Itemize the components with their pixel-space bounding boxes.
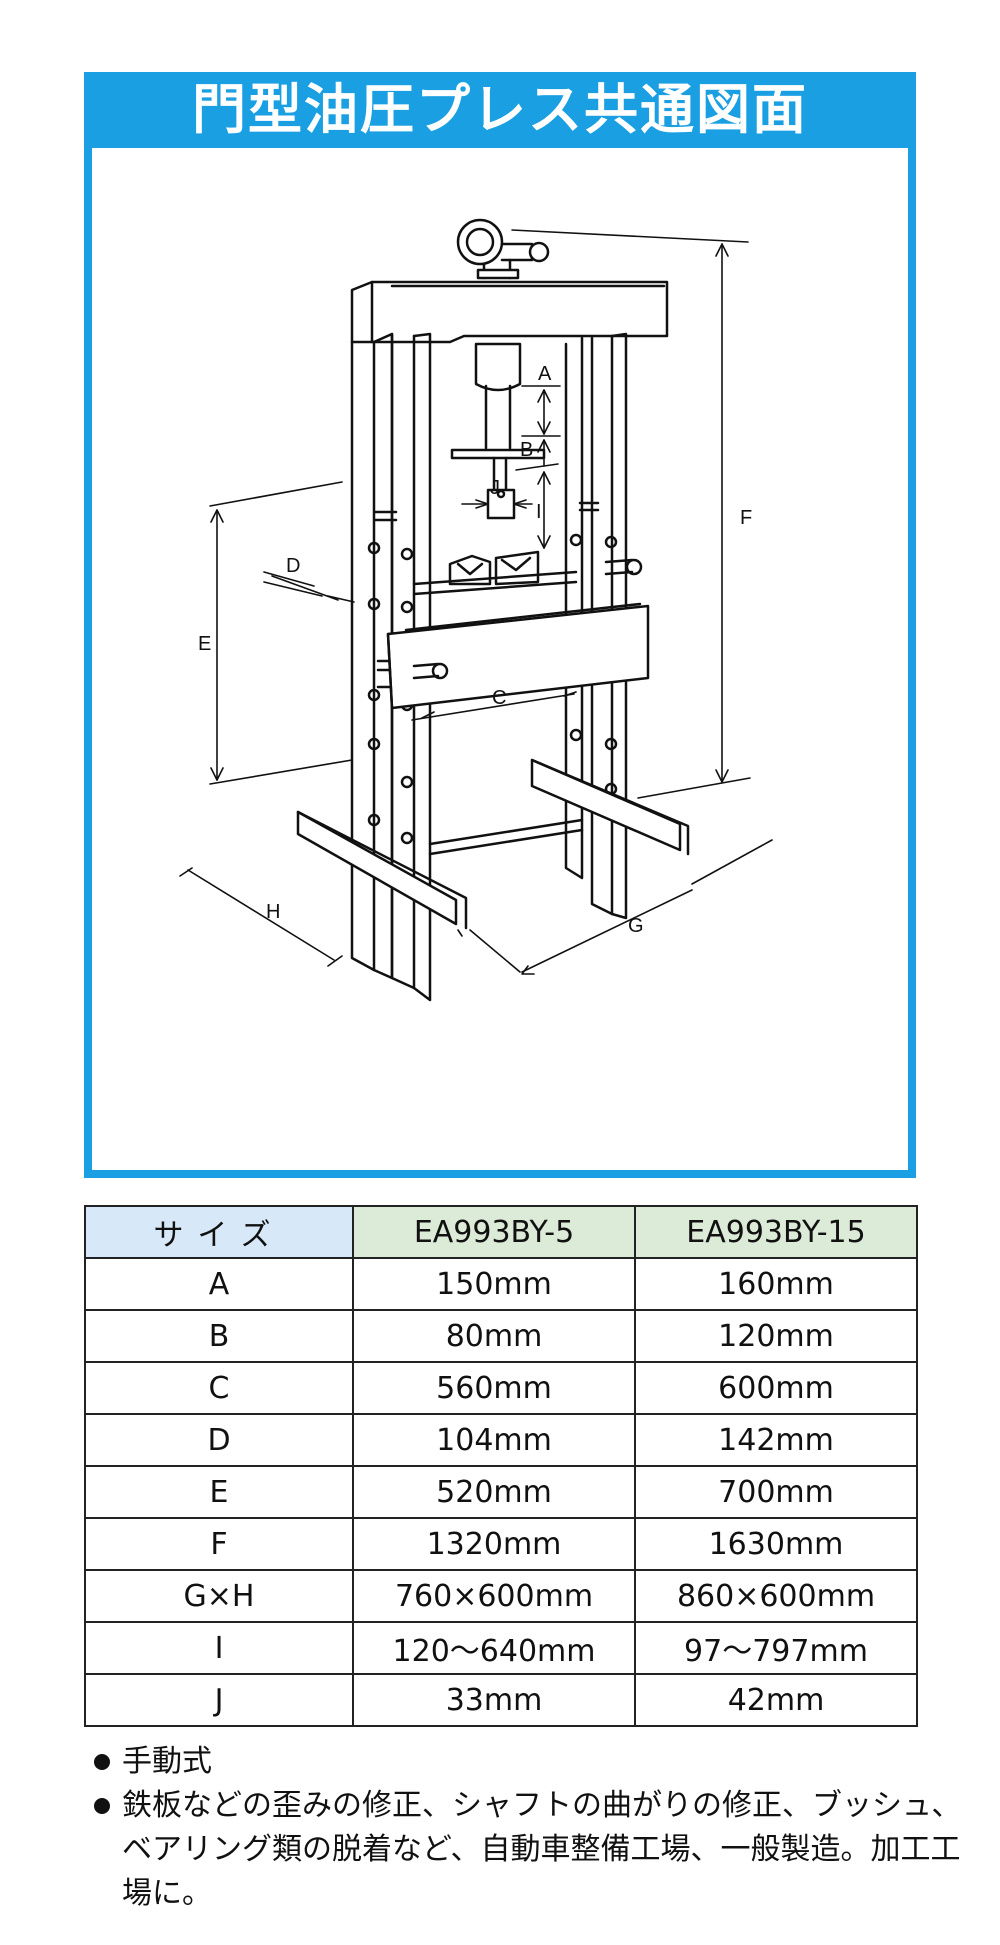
value-cell-5: 80mm [352,1309,636,1363]
header-ea993by-15: EA993BY-15 [634,1205,918,1259]
table-row: F 1320mm 1630mm [84,1517,918,1571]
value-cell-5: 560mm [352,1361,636,1415]
value-cell-5: 520mm [352,1465,636,1519]
table-row: B 80mm 120mm [84,1309,918,1363]
press-bed [386,558,650,710]
note-item: 手動式 [92,1740,972,1784]
note-text: 手動式 [122,1744,212,1779]
size-cell: E [84,1465,354,1519]
dimension-label-e: E [198,633,211,655]
dimension-label-b: B [520,439,533,461]
value-cell-15: 160mm [634,1257,918,1311]
dimension-label-f: F [740,507,752,529]
table-row: J 33mm 42mm [84,1673,918,1727]
hydraulic-ram [450,342,546,520]
value-cell-15: 120mm [634,1309,918,1363]
value-cell-15: 42mm [634,1673,918,1727]
table-row: C 560mm 600mm [84,1361,918,1415]
dimension-label-h: H [266,901,280,923]
feature-notes: 手動式 鉄板などの歪みの修正、シャフトの曲がりの修正、ブッシュ、ベアリング類の脱… [92,1740,972,1916]
value-cell-15: 142mm [634,1413,918,1467]
value-cell-5: 1320mm [352,1517,636,1571]
lower-crossbar [428,818,584,856]
value-cell-5: 760×600mm [352,1569,636,1623]
value-cell-15: 700mm [634,1465,918,1519]
top-beam [350,280,669,344]
header-ea993by-5: EA993BY-5 [352,1205,636,1259]
dimension-label-j: J [490,477,500,499]
dimension-lines [179,229,773,975]
size-cell: G×H [84,1569,354,1623]
table-header-row: サイズ EA993BY-5 EA993BY-15 [84,1205,918,1259]
value-cell-15: 1630mm [634,1517,918,1571]
value-cell-15: 860×600mm [634,1569,918,1623]
table-row: I 120～640mm 97～797mm [84,1621,918,1675]
size-cell: J [84,1673,354,1727]
drawing-frame: 門型油圧プレス共通図面 [84,72,916,1178]
value-cell-15: 600mm [634,1361,918,1415]
size-cell: D [84,1413,354,1467]
value-cell-5: 33mm [352,1673,636,1727]
dimension-label-d: D [286,555,300,577]
table-row: E 520mm 700mm [84,1465,918,1519]
dimension-label-g: G [628,915,644,937]
header-size: サイズ [84,1205,354,1259]
size-cell: C [84,1361,354,1415]
value-cell-5: 104mm [352,1413,636,1467]
dimension-label-c: C [492,687,506,709]
press-drawing: A B J I F D E C H G [179,218,773,1002]
size-cell: A [84,1257,354,1311]
table-row: A 150mm 160mm [84,1257,918,1311]
bullet-icon [94,1754,110,1770]
press-feet [296,758,690,930]
bullet-icon [94,1798,110,1814]
note-item: 鉄板などの歪みの修正、シャフトの曲がりの修正、ブッシュ、ベアリング類の脱着など、… [92,1784,972,1916]
press-drawing-area: A B J I F D E C H G [92,148,908,1170]
table-row: D 104mm 142mm [84,1413,918,1467]
size-cell: F [84,1517,354,1571]
value-cell-5: 150mm [352,1257,636,1311]
table-row: G×H 760×600mm 860×600mm [84,1569,918,1623]
pressure-gauge [456,218,550,280]
size-cell: B [84,1309,354,1363]
dimension-label-a: A [538,363,552,385]
figure-title: 門型油圧プレス共通図面 [192,78,808,141]
size-cell: I [84,1621,354,1675]
value-cell-5: 120～640mm [352,1621,636,1675]
note-text: 鉄板などの歪みの修正、シャフトの曲がりの修正、ブッシュ、ベアリング類の脱着など、… [122,1788,962,1911]
value-cell-15: 97～797mm [634,1621,918,1675]
dimension-label-i: I [536,501,542,523]
spec-table: サイズ EA993BY-5 EA993BY-15 A 150mm 160mm B… [84,1205,918,1727]
